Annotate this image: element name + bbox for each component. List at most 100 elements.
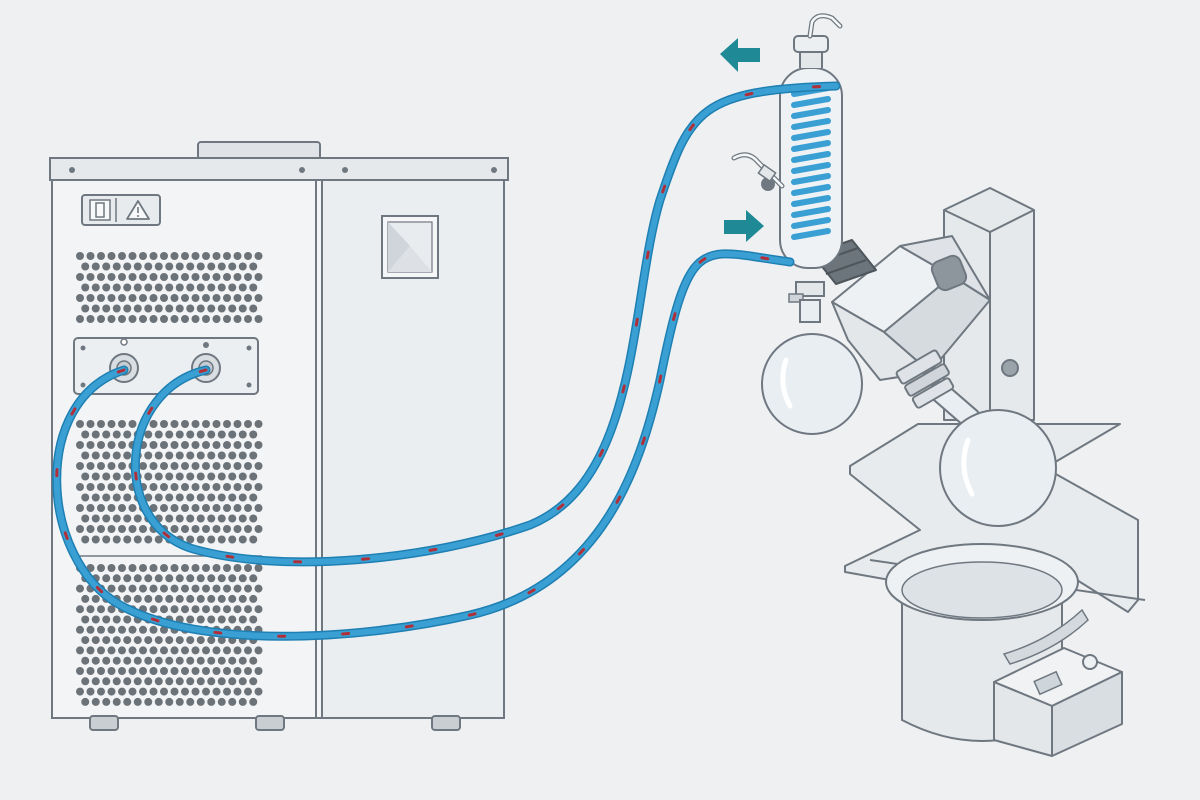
vent-hole xyxy=(191,605,200,614)
vent-hole xyxy=(81,656,90,665)
vent-hole xyxy=(244,605,252,614)
vent-hole xyxy=(254,687,263,696)
vent-hole xyxy=(144,594,153,603)
vent-hole xyxy=(91,304,100,313)
vent-hole xyxy=(154,594,163,603)
vent-hole xyxy=(149,584,158,593)
vent-hole xyxy=(196,615,205,624)
vent-hole xyxy=(202,441,210,449)
vent-hole xyxy=(191,564,200,572)
vent-hole xyxy=(181,294,189,302)
vent-hole xyxy=(244,584,252,593)
vent-hole xyxy=(207,636,216,645)
vent-hole xyxy=(212,294,221,302)
vent-hole xyxy=(81,430,90,439)
vent-hole xyxy=(97,667,105,675)
coil-turn xyxy=(791,162,831,174)
vent-hole xyxy=(212,483,221,491)
vent-hole xyxy=(170,294,179,302)
vent-hole xyxy=(133,304,142,313)
vent-hole xyxy=(202,667,210,675)
vent-hole xyxy=(186,636,195,645)
vent-hole xyxy=(149,441,158,449)
vent-hole xyxy=(97,504,105,512)
vent-hole xyxy=(118,625,126,634)
vent-hole xyxy=(233,462,242,470)
coil-turn xyxy=(791,206,831,218)
vent-hole xyxy=(249,472,258,481)
chiller-foot xyxy=(255,715,285,731)
vent-hole xyxy=(175,262,184,271)
vent-hole xyxy=(244,525,252,533)
vent-hole xyxy=(165,430,174,439)
vent-hole xyxy=(86,252,95,260)
vent-hole xyxy=(228,574,237,583)
vent-hole xyxy=(175,472,184,481)
vent-hole xyxy=(97,315,105,323)
vent-hole xyxy=(160,687,168,696)
vent-hole xyxy=(76,687,84,696)
vent-hole xyxy=(81,262,90,271)
vent-hole xyxy=(254,462,263,470)
vent-hole xyxy=(91,697,100,706)
vent-hole xyxy=(249,656,258,665)
vent-hole xyxy=(91,535,100,544)
power-switch-icon[interactable] xyxy=(89,199,111,221)
vent-hole xyxy=(118,687,126,696)
vent-hole xyxy=(223,646,231,655)
bath-control-knob[interactable] xyxy=(1082,654,1098,670)
vent-hole xyxy=(202,605,210,614)
vent-hole xyxy=(170,483,179,491)
vent-hole xyxy=(244,483,252,491)
vent-hole xyxy=(112,677,121,686)
vent-hole xyxy=(170,687,179,696)
vent-hole xyxy=(170,315,179,323)
vent-hole xyxy=(81,697,90,706)
stopcock-valve[interactable] xyxy=(731,152,785,191)
vent-hole xyxy=(118,273,126,281)
motor-knob[interactable] xyxy=(929,253,968,292)
vent-hole xyxy=(202,525,210,533)
vent-hole xyxy=(186,304,195,313)
vent-hole xyxy=(118,441,126,449)
evaporating-flask xyxy=(929,381,1057,527)
vent-hole xyxy=(170,441,179,449)
vent-hole xyxy=(128,667,137,675)
bath-display xyxy=(1033,670,1063,696)
vent-hole xyxy=(175,656,184,665)
vent-hole xyxy=(175,636,184,645)
vent-hole xyxy=(154,656,163,665)
vent-hole xyxy=(223,605,231,614)
vent-hole xyxy=(102,656,111,665)
vent-hole xyxy=(165,656,174,665)
vent-hole xyxy=(207,594,216,603)
recirculating-chiller xyxy=(49,141,509,731)
vent-hole xyxy=(165,594,174,603)
vent-hole xyxy=(112,615,121,624)
chiller-display-window xyxy=(381,215,439,279)
vent-hole xyxy=(160,646,168,655)
vent-hole xyxy=(244,315,252,323)
vent-hole xyxy=(81,594,90,603)
vent-hole xyxy=(223,252,231,260)
vent-hole xyxy=(233,687,242,696)
vent-hole xyxy=(212,420,221,428)
vent-hole xyxy=(76,441,84,449)
motor-unit xyxy=(831,235,991,409)
vent-hole xyxy=(139,273,147,281)
vent-hole xyxy=(154,262,163,271)
vent-hole xyxy=(196,636,205,645)
vent-hole xyxy=(244,564,252,572)
vent-hole xyxy=(97,252,105,260)
vent-hole xyxy=(144,697,153,706)
vent-hole xyxy=(102,535,111,544)
vent-hole xyxy=(102,493,111,502)
vent-hole xyxy=(76,420,84,428)
vent-hole xyxy=(181,462,189,470)
vent-hole xyxy=(202,564,210,572)
vent-hole xyxy=(81,514,90,523)
vent-hole xyxy=(97,441,105,449)
vent-hole xyxy=(191,273,200,281)
vent-hole xyxy=(249,451,258,460)
vent-hole xyxy=(149,315,158,323)
